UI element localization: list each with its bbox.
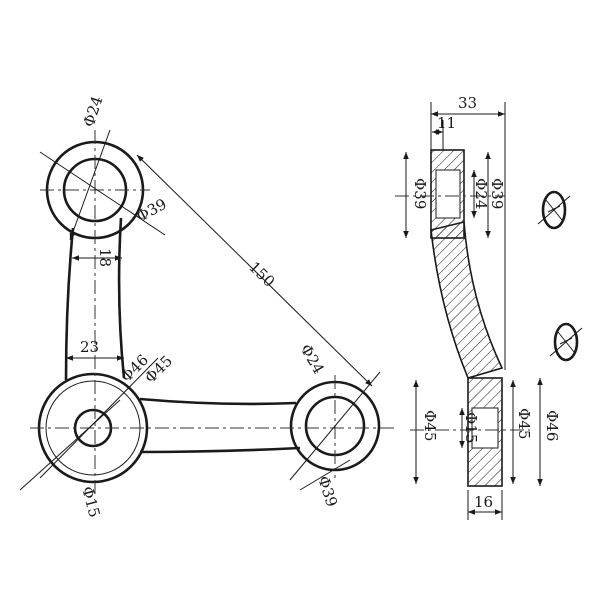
dim-right-hole-leader (289, 371, 381, 481)
dim-right-outer-leader (299, 459, 351, 491)
dim-center-distance-text: 150 (245, 258, 278, 291)
section-symbol-upper (537, 190, 571, 230)
dim-side-bottom-mid-text: Φ45 (515, 408, 533, 439)
side-bottom-bore (471, 407, 499, 449)
dim-arm-lower-text: 23 (80, 338, 99, 356)
section-symbol-lower (549, 322, 583, 362)
side-inclined-arm (430, 221, 504, 379)
dim-side-thickness-text: 16 (474, 493, 493, 511)
dim-side-top-right-text: Φ39 (488, 178, 506, 209)
dim-top-outer-text: Φ39 (133, 195, 169, 226)
horizontal-arm (139, 397, 301, 454)
dim-bottom-hole-leader (19, 399, 121, 491)
dim-right-hole-text: Φ24 (297, 341, 328, 377)
dim-side-flange-text: 11 (437, 114, 456, 132)
dim-side-bottom-right-text: Φ46 (543, 410, 561, 441)
front-view: Φ24 Φ39 18 150 23 Φ46 Φ45 Φ15 Φ24 Φ39 (19, 94, 395, 519)
dim-bottom-outer-leader (39, 357, 159, 479)
dim-side-top-left-text: Φ39 (411, 178, 429, 209)
dim-arm-upper-text: 18 (96, 248, 114, 267)
section-symbols (537, 190, 583, 362)
side-top-bore (435, 169, 461, 219)
dim-center-distance (136, 154, 373, 387)
side-view: 33 11 Φ39 Φ24 Φ39 Φ45 Φ15 Φ45 Φ46 16 (395, 94, 561, 520)
dim-side-bottom-left-text: Φ45 (421, 410, 439, 441)
dim-side-bottom-hole-text: Φ15 (462, 412, 480, 443)
dim-top-hole-text: Φ24 (80, 94, 107, 129)
dim-side-top-hole-text: Φ24 (472, 178, 490, 209)
dim-bottom-hole-text: Φ15 (78, 484, 104, 519)
dim-side-total-text: 33 (458, 94, 477, 112)
dim-right-outer-text: Φ39 (314, 474, 341, 509)
dim-bottom-outer-b-text: Φ45 (141, 352, 176, 387)
